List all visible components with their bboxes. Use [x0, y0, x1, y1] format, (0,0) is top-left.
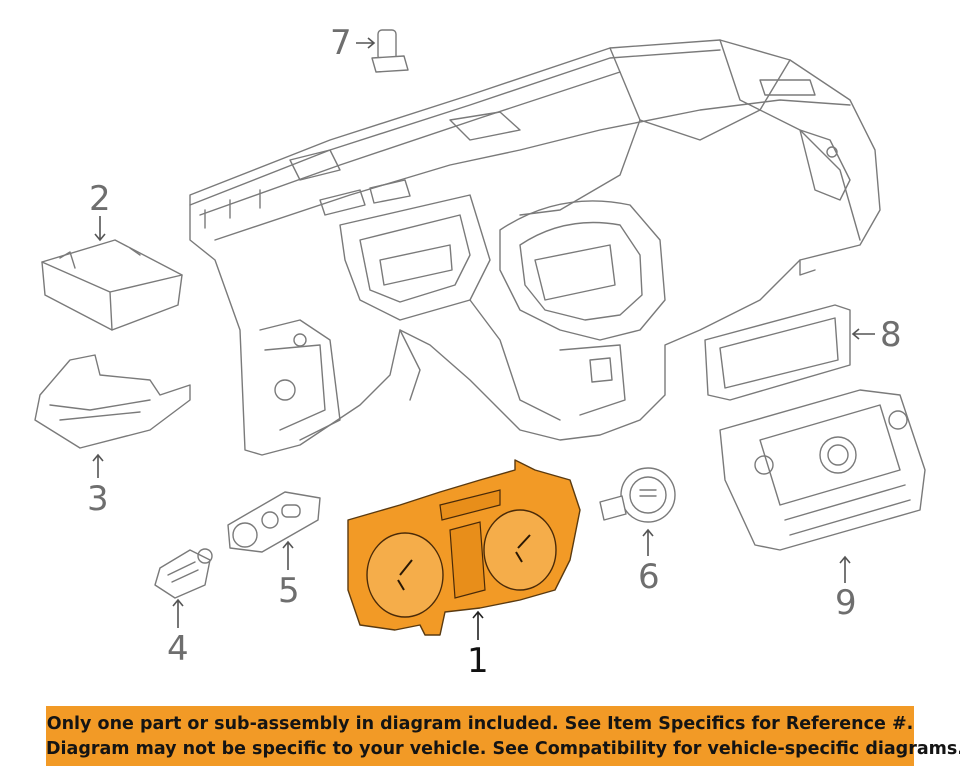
- part-3-drawing: [34, 354, 191, 478]
- callout-7: 7: [330, 23, 352, 63]
- callout-9: 9: [835, 583, 857, 623]
- part-7-drawing: [356, 29, 409, 73]
- callout-8: 8: [880, 315, 902, 355]
- callout-4: 4: [167, 629, 189, 669]
- callout-3: 3: [87, 479, 109, 519]
- part-5-drawing: [227, 491, 321, 570]
- part-2-drawing: [41, 216, 183, 331]
- part-8-drawing: [704, 304, 875, 401]
- disclaimer-banner: Only one part or sub-assembly in diagram…: [46, 706, 960, 766]
- callout-2: 2: [89, 179, 111, 219]
- part-1-instrument-cluster: [347, 459, 581, 640]
- part-4-drawing: [154, 548, 213, 628]
- callout-5: 5: [278, 571, 300, 611]
- part-9-drawing: [719, 389, 926, 583]
- instrument-panel-drawing: [189, 39, 881, 456]
- disclaimer-line-1: Only one part or sub-assembly in diagram…: [46, 714, 914, 734]
- callout-6: 6: [638, 557, 660, 597]
- parts-diagram: [34, 29, 926, 640]
- part-6-drawing: [599, 467, 676, 556]
- disclaimer-line-2: Diagram may not be specific to your vehi…: [46, 739, 960, 759]
- callout-1: 1: [467, 641, 489, 681]
